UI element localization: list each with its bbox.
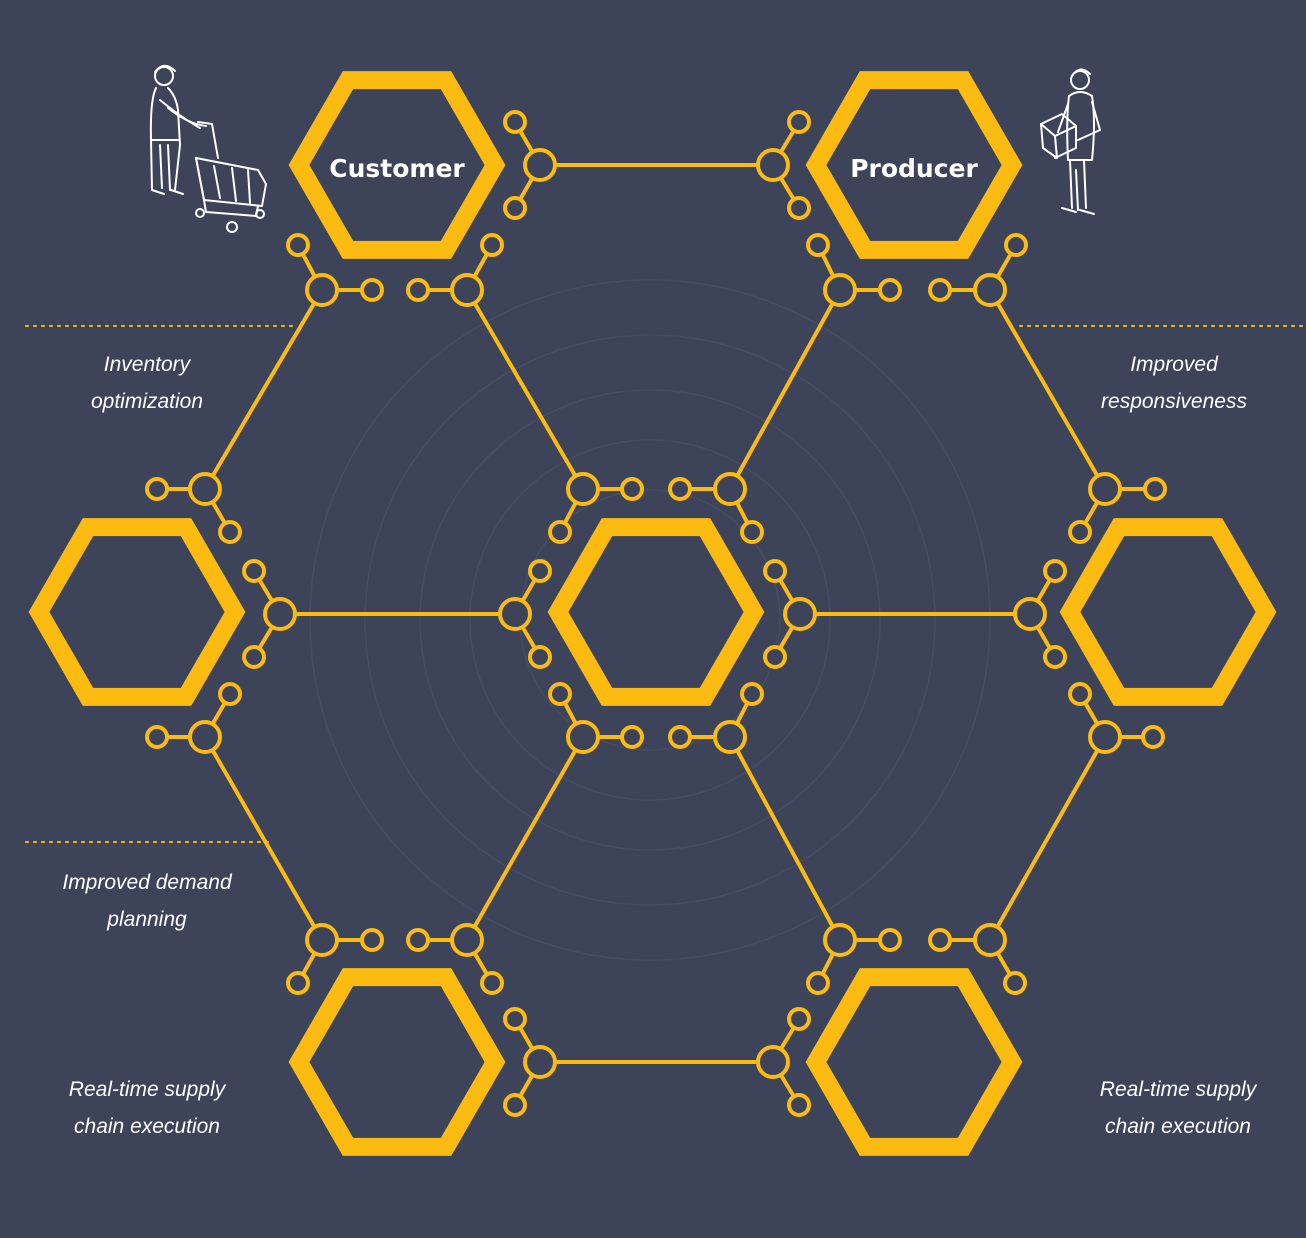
caption-line: chain execution — [1105, 1115, 1251, 1138]
connector-node — [1013, 559, 1067, 669]
connector-node — [668, 472, 764, 544]
connector-line — [465, 735, 585, 942]
connector-node — [756, 110, 811, 220]
connector-node — [503, 110, 557, 220]
caption-line: Improved demand — [62, 871, 232, 894]
connector-line — [203, 288, 324, 491]
caption-improved-responsiveness: Improved responsiveness — [1044, 346, 1304, 420]
connector-node — [806, 233, 902, 307]
caption-line: Inventory — [103, 353, 191, 376]
caption-real-time-execution-left: Real-time supply chain execution — [17, 1071, 277, 1145]
connector-line — [728, 288, 842, 491]
caption-line: planning — [107, 908, 187, 931]
hexagon-center — [547, 518, 765, 706]
connector-node — [928, 923, 1027, 995]
connector-node — [286, 923, 384, 995]
connector-node — [406, 923, 504, 995]
hexagon-right — [1059, 518, 1277, 706]
caption-line: chain execution — [74, 1115, 220, 1138]
connector-node — [763, 559, 817, 669]
connector-node — [668, 682, 764, 754]
connector-line — [988, 735, 1107, 942]
hexagon-bottom-right — [805, 968, 1023, 1156]
hexagon-nodes — [28, 71, 1277, 1156]
connector-node — [1068, 682, 1165, 754]
connector-line — [465, 288, 585, 491]
caption-improved-demand-planning: Improved demand planning — [17, 864, 277, 938]
connector-nodes — [145, 110, 1167, 1117]
background-rings — [309, 279, 991, 961]
connector-node — [145, 472, 242, 544]
hexagon-customer — [288, 71, 506, 259]
caption-line: responsiveness — [1101, 390, 1247, 413]
caption-line: optimization — [90, 390, 204, 413]
connector-node — [503, 1007, 557, 1117]
person-holding-box-icon — [1040, 68, 1101, 215]
caption-line: Real-time supply — [68, 1078, 226, 1101]
connector-node — [242, 559, 297, 669]
connector-node — [406, 233, 504, 307]
person-pushing-shopping-cart-icon — [149, 64, 267, 233]
connector-node — [928, 233, 1028, 307]
hexagon-left — [28, 518, 246, 706]
producer-label: Producer — [850, 154, 978, 183]
caption-line: Improved — [1130, 353, 1218, 376]
connector-line — [988, 288, 1107, 491]
hexagon-bottom-left — [288, 968, 506, 1156]
connector-line — [728, 735, 842, 942]
connector-node — [145, 682, 242, 754]
connector-node — [756, 1007, 811, 1117]
connector-node — [286, 233, 384, 307]
caption-line: Real-time supply — [1099, 1078, 1257, 1101]
divider-lines — [25, 325, 1305, 843]
connector-line — [203, 735, 324, 942]
connector-lines — [203, 163, 1107, 1064]
caption-real-time-execution-right: Real-time supply chain execution — [1048, 1071, 1306, 1145]
customer-label: Customer — [329, 154, 465, 183]
hexagon-producer — [805, 71, 1023, 259]
connector-node — [1068, 472, 1167, 544]
caption-inventory-optimization: Inventory optimization — [17, 346, 277, 420]
connector-node — [548, 682, 644, 754]
connector-node — [498, 559, 552, 669]
connector-node — [806, 923, 902, 995]
connector-node — [548, 472, 644, 544]
